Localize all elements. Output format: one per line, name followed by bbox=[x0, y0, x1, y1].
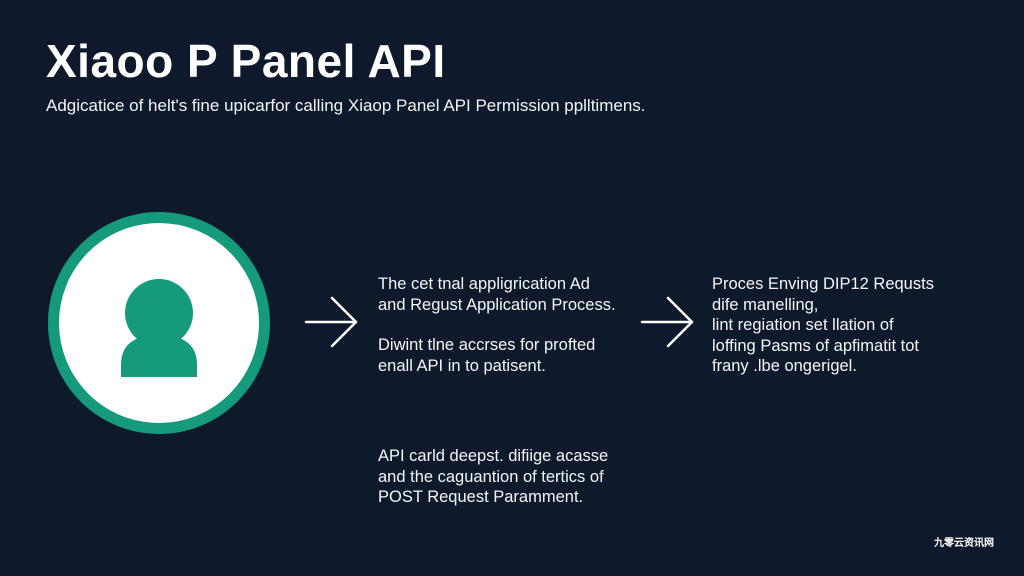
step-1-detail: Diwint tlne accrses for profted enall AP… bbox=[378, 335, 595, 376]
step-1-detail-line: enall API in to patisent. bbox=[378, 356, 546, 375]
avatar-body bbox=[121, 335, 197, 377]
step-1-description: The cet tnal appligrication Ad and Regus… bbox=[378, 274, 616, 315]
avatar-circle bbox=[48, 212, 270, 434]
avatar-head bbox=[125, 279, 193, 347]
note-line: and the caguantion of tertics of bbox=[378, 467, 604, 486]
page-subtitle: Adgicatice of helt's fine upicarfor call… bbox=[46, 96, 646, 115]
step-2-line: frany .lbe ongerigel. bbox=[712, 357, 857, 375]
step-2-line: Proces Enving DIP12 Requsts bbox=[712, 275, 934, 293]
watermark: 九零云资讯网 bbox=[934, 538, 994, 549]
step-2-line: loffing Pasms of apfimatit tot bbox=[712, 336, 919, 355]
note-line: POST Request Paramment. bbox=[378, 488, 584, 506]
user-avatar-icon bbox=[121, 279, 197, 377]
post-request-note: API carld deepst. difiige acasse and the… bbox=[378, 446, 608, 508]
step-2-line: lint regiation set llation of bbox=[712, 316, 894, 334]
note-line: API carld deepst. difiige acasse bbox=[378, 447, 609, 465]
step-2-line: dife manelling, bbox=[712, 295, 819, 314]
right-arrow-icon bbox=[304, 296, 358, 348]
page-title: Xiaoo P Panel API bbox=[46, 35, 446, 87]
step-1-detail-line: Diwint tlne accrses for profted bbox=[378, 336, 596, 354]
step-1-line: and Regust Application Process. bbox=[378, 295, 616, 314]
step-1-line: The cet tnal appligrication Ad bbox=[378, 275, 590, 293]
right-arrow-icon bbox=[640, 296, 694, 348]
step-2-description: Proces Enving DIP12 Requsts dife manelli… bbox=[712, 274, 934, 377]
